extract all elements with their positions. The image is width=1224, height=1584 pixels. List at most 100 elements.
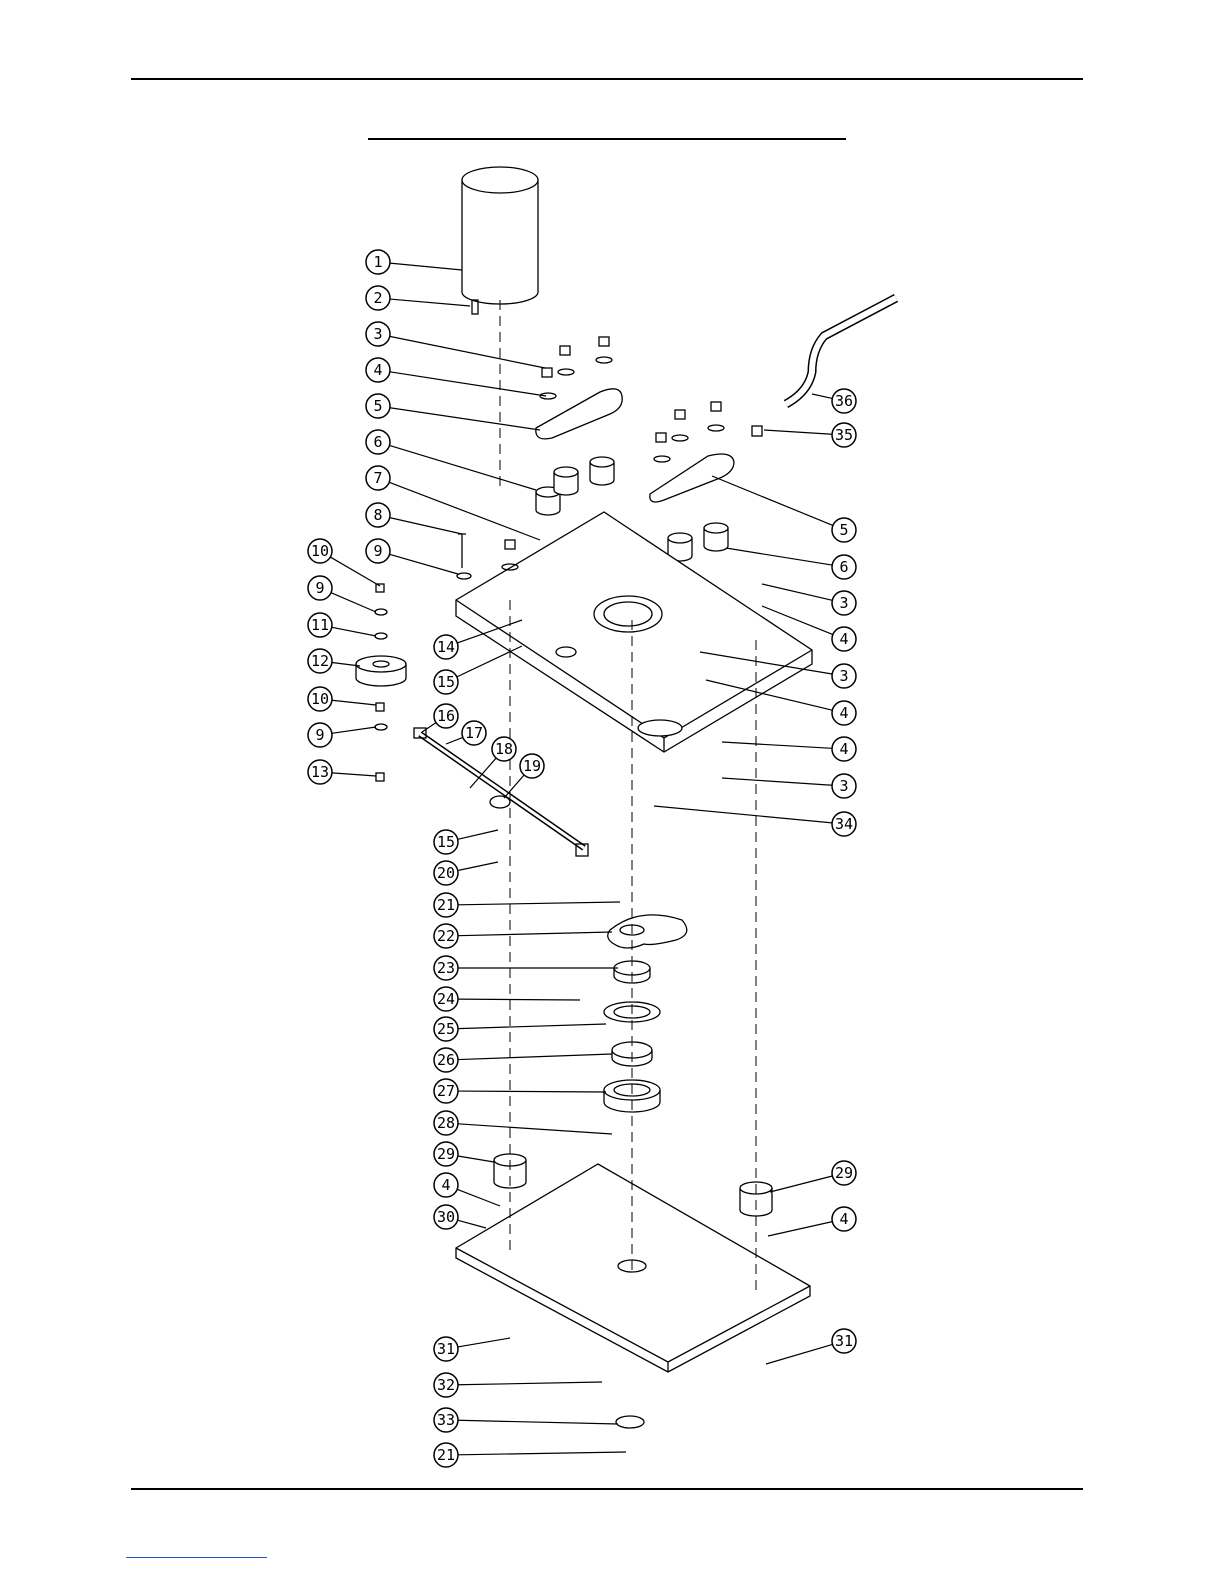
fitting-part [752, 426, 762, 436]
callout-number: 24 [437, 990, 455, 1008]
gear-mount-part [608, 915, 687, 948]
callout-leader [770, 1176, 832, 1192]
callout-number: 13 [311, 763, 329, 781]
callout-30: 30 [434, 1205, 486, 1229]
right-bracket-part [650, 454, 734, 502]
callout-leader [812, 394, 832, 398]
callout-number: 8 [373, 506, 382, 524]
callout-leader [457, 646, 522, 677]
callout-number: 21 [437, 1446, 455, 1464]
callout-27: 27 [434, 1079, 606, 1103]
bolt-part [458, 534, 466, 568]
left-isolators [536, 457, 614, 515]
callout-leader [390, 336, 545, 368]
left-bracket-part [536, 389, 622, 439]
plate-pulley [638, 720, 682, 736]
callout-leader [766, 1344, 832, 1364]
callout-leader [332, 773, 376, 776]
callout-leader [764, 430, 832, 434]
callout-number: 16 [437, 707, 455, 725]
callout-9: 9 [366, 539, 458, 574]
callout-12: 12 [308, 649, 360, 673]
right-bracket-hardware [654, 402, 724, 462]
callout-leader [458, 1452, 626, 1455]
callout-leader [390, 299, 470, 306]
callout-11: 11 [308, 613, 376, 637]
callout-number: 31 [437, 1340, 455, 1358]
callout-31: 31 [766, 1329, 856, 1364]
callout-number: 15 [437, 673, 455, 691]
callout-leader [458, 1024, 606, 1029]
callout-number: 15 [437, 833, 455, 851]
callout-number: 7 [373, 469, 382, 487]
callout-leader [712, 476, 833, 525]
callout-leader [390, 372, 546, 396]
footer-link[interactable] [126, 1557, 267, 1558]
callout-number: 3 [839, 667, 848, 685]
callout-number: 34 [835, 815, 853, 833]
left-pulley-stack [356, 584, 406, 781]
callout-number: 35 [835, 426, 853, 444]
callout-leader [389, 482, 540, 540]
callout-5: 5 [366, 394, 540, 430]
callout-number: 29 [835, 1164, 853, 1182]
callout-leader [458, 830, 498, 839]
callout-leader [458, 1156, 494, 1162]
callout-25: 25 [434, 1017, 606, 1041]
callout-leader [390, 263, 462, 270]
callout-leader [332, 727, 376, 733]
callout-number: 4 [373, 361, 382, 379]
callout-number: 3 [839, 777, 848, 795]
callout-leader [390, 518, 462, 534]
callout-number: 25 [437, 1020, 455, 1038]
callout-21: 21 [434, 1443, 626, 1467]
callout-4: 4 [366, 358, 546, 396]
callout-number: 21 [437, 896, 455, 914]
callout-number: 22 [437, 927, 455, 945]
callout-4: 4 [434, 1173, 500, 1206]
callout-leader [654, 806, 832, 823]
callout-leader [458, 999, 580, 1000]
callout-number: 23 [437, 959, 455, 977]
callout-29: 29 [770, 1161, 856, 1192]
callout-leader [458, 902, 620, 905]
callout-4: 4 [722, 737, 856, 761]
callout-number: 5 [373, 397, 382, 415]
callout-21: 21 [434, 893, 620, 917]
callout-20: 20 [434, 861, 498, 885]
callout-23: 23 [434, 956, 618, 980]
callout-leader [422, 723, 436, 732]
motor-part [462, 167, 538, 304]
callout-7: 7 [366, 466, 540, 540]
callout-15: 15 [434, 830, 498, 854]
left-bracket-hardware [540, 337, 612, 399]
callout-number: 33 [437, 1411, 455, 1429]
callout-number: 9 [373, 542, 382, 560]
callout-leader [722, 742, 832, 748]
callout-leader [458, 862, 498, 871]
callout-number: 6 [373, 433, 382, 451]
callout-number: 29 [437, 1145, 455, 1163]
callout-number: 28 [437, 1114, 455, 1132]
callout-leader [332, 627, 376, 636]
callout-number: 20 [437, 864, 455, 882]
callout-36: 36 [812, 389, 856, 413]
callout-32: 32 [434, 1373, 602, 1397]
callout-number: 1 [373, 253, 382, 271]
callout-number: 31 [835, 1332, 853, 1350]
callout-31: 31 [434, 1337, 510, 1361]
callout-3: 3 [722, 774, 856, 798]
callout-leader [762, 584, 832, 600]
callout-leader [458, 1220, 486, 1228]
callout-number: 5 [839, 521, 848, 539]
callout-leader [722, 778, 832, 785]
callout-number: 10 [311, 690, 329, 708]
callout-number: 4 [839, 1210, 848, 1228]
callout-5: 5 [712, 476, 856, 542]
callout-number: 3 [373, 325, 382, 343]
callout-number: 12 [311, 652, 329, 670]
bottom-rule [131, 1488, 1083, 1490]
callout-1: 1 [366, 250, 462, 274]
